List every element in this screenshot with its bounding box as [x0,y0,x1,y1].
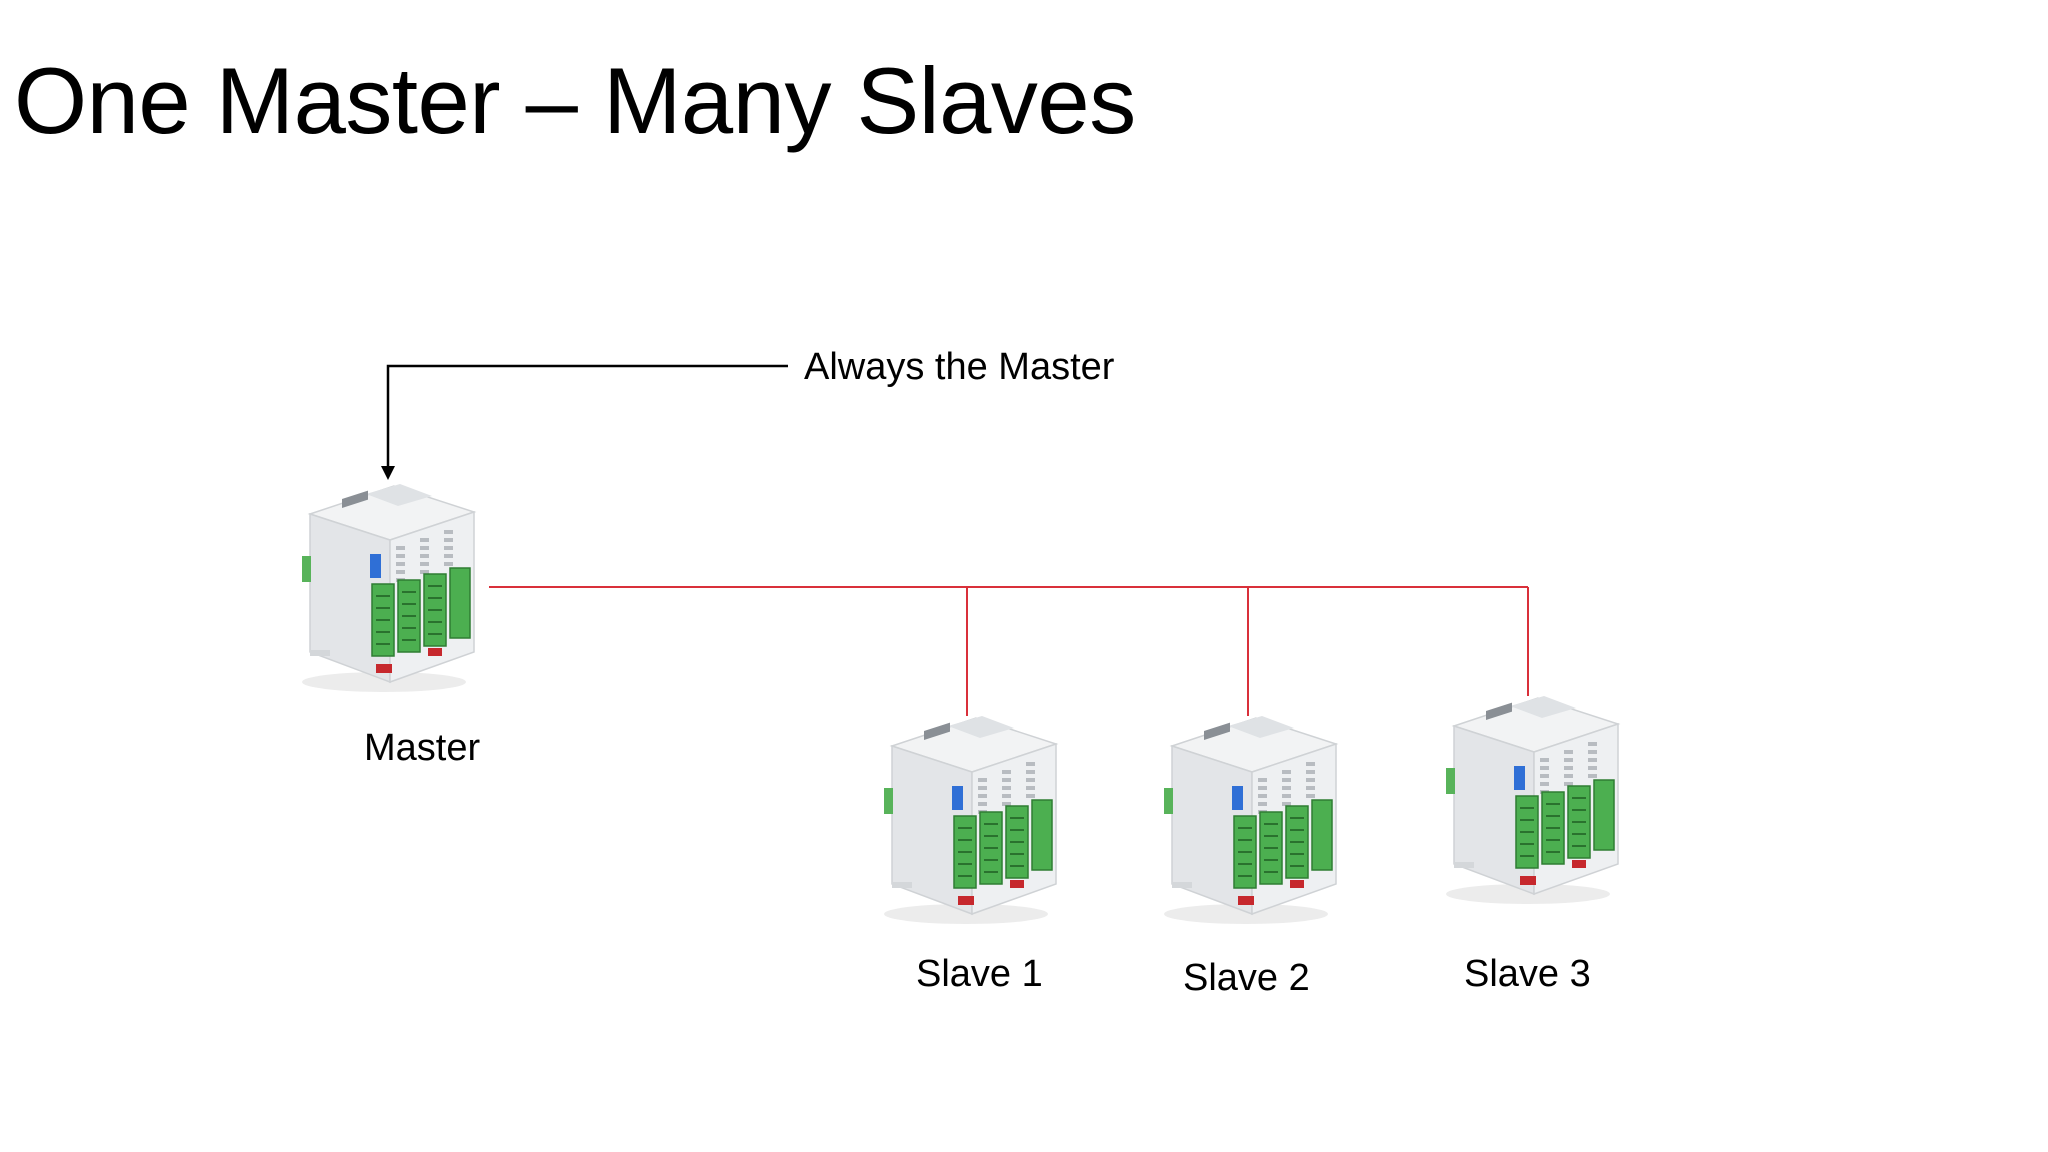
slave2-plc-icon [1163,715,1337,925]
slave1-plc-icon [883,715,1057,925]
slave-3-label: Slave 3 [1464,953,1591,995]
arrowhead-icon [381,466,395,480]
master-label: Master [364,727,481,769]
slave-1-label: Slave 1 [916,953,1043,995]
annotation-arrow [386,364,788,468]
slave-2-label: Slave 2 [1183,957,1310,999]
slide-title: One Master – Many Slaves [14,48,1136,153]
annotation-label: Always the Master [804,346,1115,388]
master-plc-icon [301,483,475,693]
slave3-plc-icon [1445,695,1619,905]
